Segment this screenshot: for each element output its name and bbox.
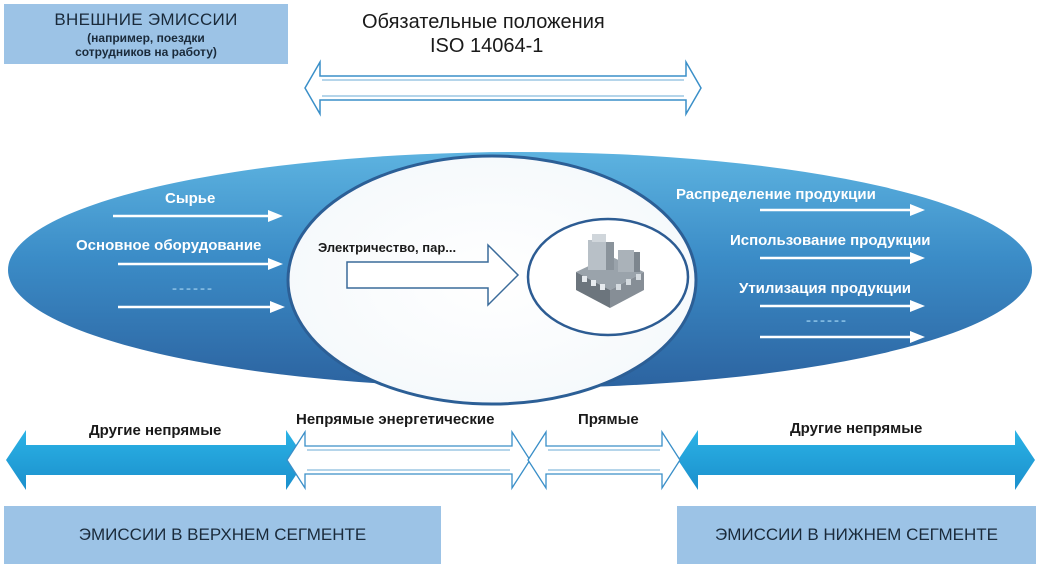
upstream-segment-box: ЭМИССИИ В ВЕРХНЕМ СЕГМЕНТЕ [4,506,441,564]
mandatory-double-arrow [304,59,702,117]
mandatory-line-1: Обязательные положения [362,11,605,33]
scope-energy-indirect: Непрямые энергетические [296,411,495,428]
external-emissions-note-2: сотрудников на работу) [75,44,217,59]
downstream-segment-box: ЭМИССИИ В НИЖНЕМ СЕГМЕНТЕ [677,506,1036,564]
input-ellipsis: ------ [172,280,214,297]
right-other-indirect-arrow [678,430,1035,490]
energy-arrow [346,243,520,307]
output-label-distribution: Распределение продукции [676,186,876,203]
downstream-segment-label: ЭМИССИИ В НИЖНЕМ СЕГМЕНТЕ [715,525,998,544]
mandatory-line-2: ISO 14064-1 [430,35,544,57]
factory-icon [576,234,644,308]
input-label-raw-materials: Сырье [165,190,216,207]
external-emissions-box: ВНЕШНИЕ ЭМИССИИ (например, поездки сотру… [4,4,288,64]
upstream-segment-label: ЭМИССИИ В ВЕРХНЕМ СЕГМЕНТЕ [78,525,367,544]
energy-label: Электричество, пар... [318,240,457,255]
left-other-indirect-arrow [6,430,306,490]
external-emissions-title: ВНЕШНИЕ ЭМИССИИ [54,9,238,29]
output-arrows [760,204,925,343]
input-label-equipment: Основное оборудование [76,237,262,254]
input-arrows [113,210,285,313]
energy-indirect-arrow [286,429,531,491]
external-emissions-note-1: (например, поездки [87,30,205,45]
output-label-use: Использование продукции [730,232,931,249]
output-ellipsis: ------ [806,312,848,329]
scope-other-indirect-right: Другие непрямые [790,420,923,437]
scope-direct: Прямые [578,411,639,428]
output-label-disposal: Утилизация продукции [739,280,912,297]
direct-arrow [527,429,681,491]
scope-other-indirect-left: Другие непрямые [89,422,222,439]
